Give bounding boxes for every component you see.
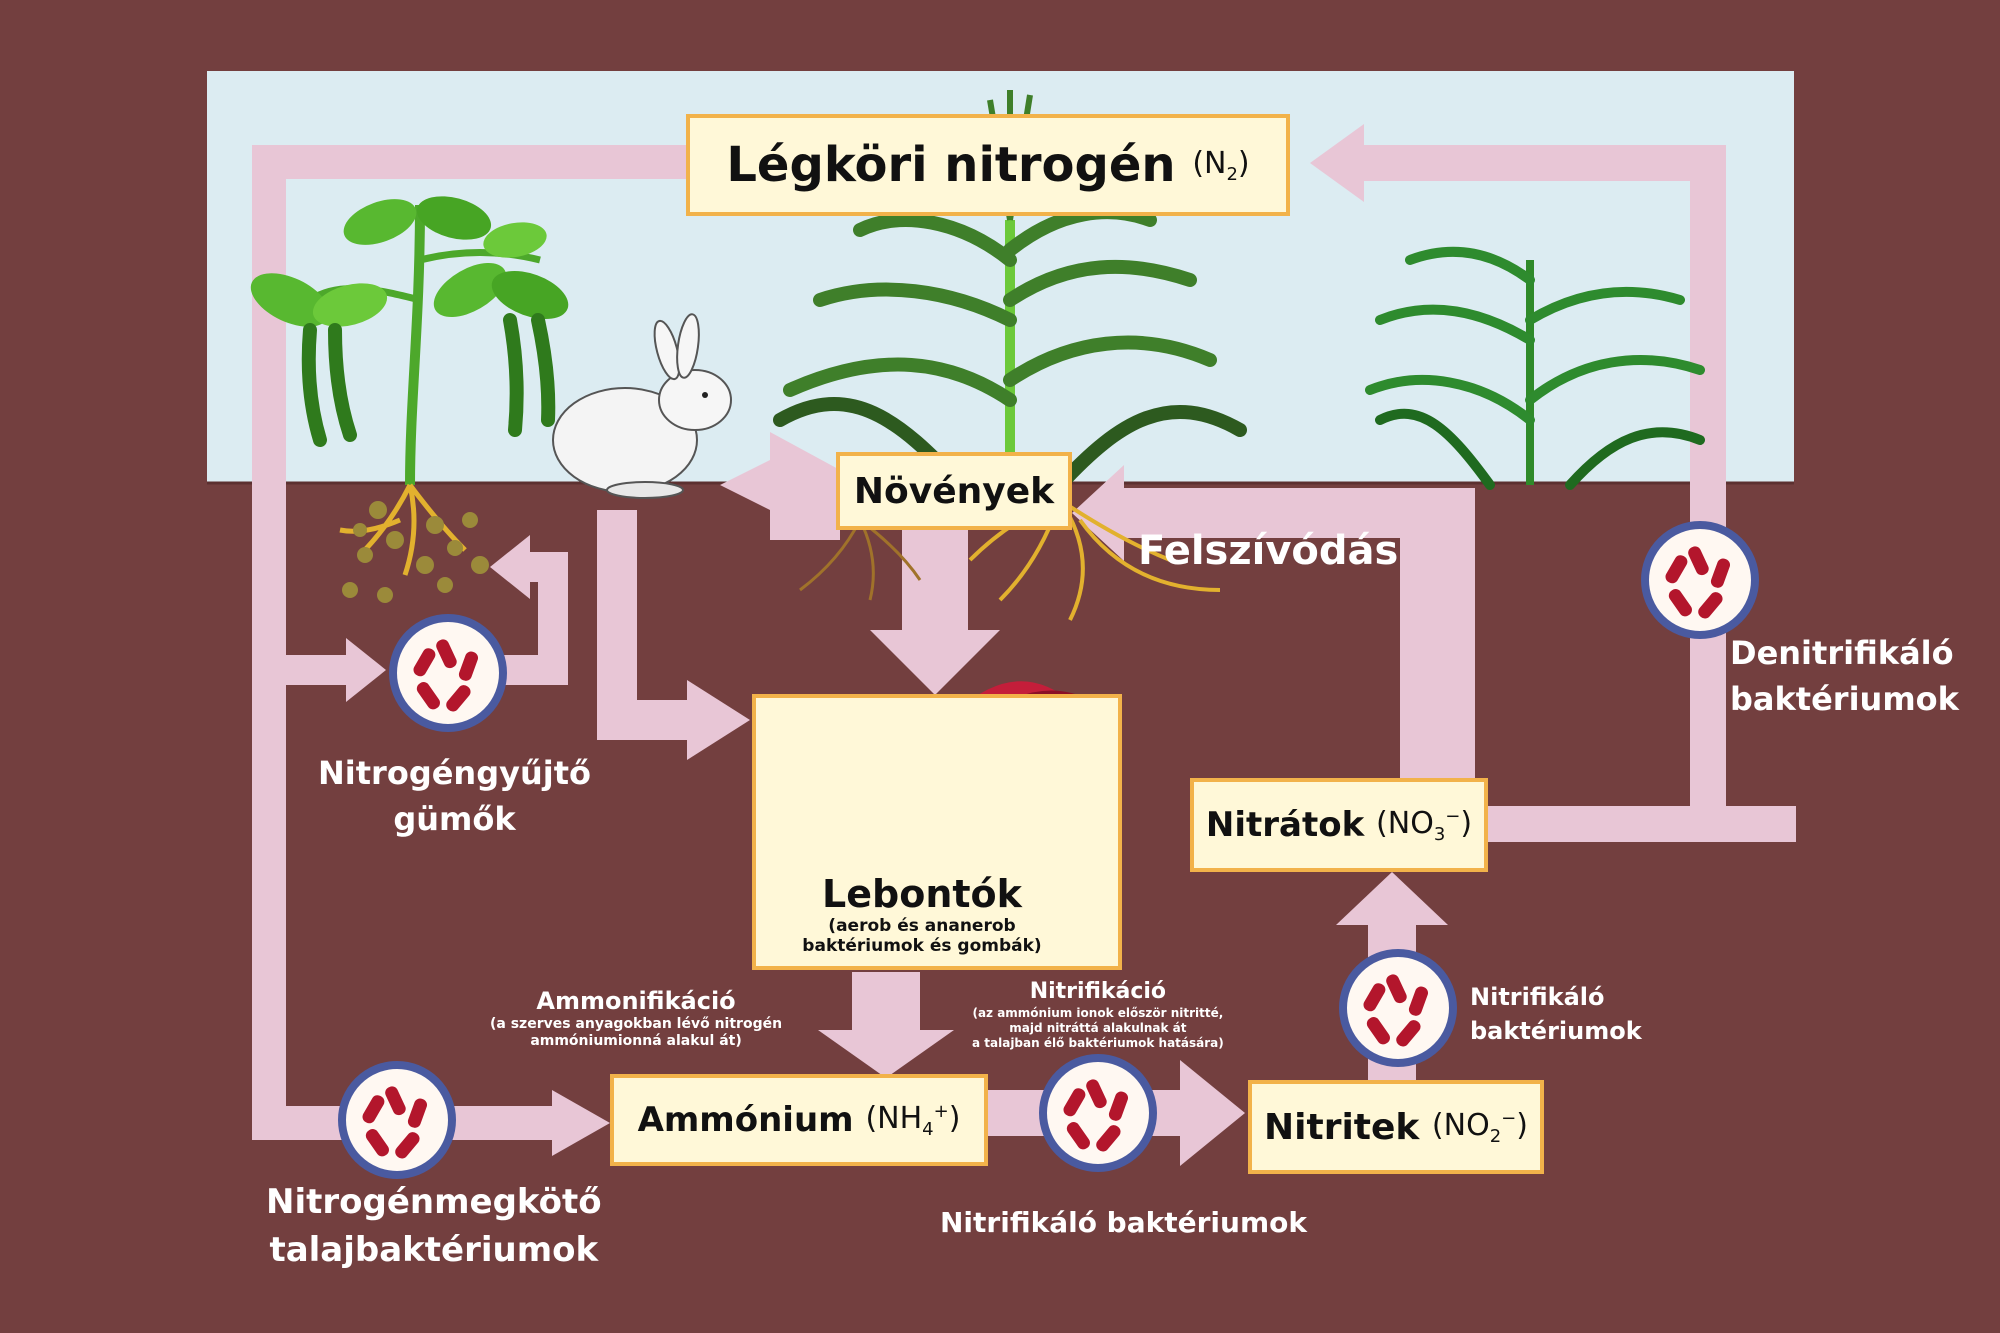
nitrifying-bacteria-right-label: Nitrifikáló baktériumok [1470, 980, 1642, 1048]
bacteria-icon-nodules [393, 618, 503, 728]
nitrification-title: Nitrifikáció [1029, 979, 1167, 1004]
arrow-denitrify-top [1364, 145, 1726, 181]
arrow-top-left [252, 145, 692, 179]
arrow-rabbit-head [687, 680, 750, 760]
bacteria-icon-fixing [342, 1065, 452, 1175]
arrow-ammonium-to-nitrites-head [1180, 1060, 1245, 1166]
atmosphere-formula-close: ) [1237, 145, 1250, 181]
ammonification-label: Ammonifikáció (a szerves anyagokban lévő… [490, 986, 782, 1050]
nitrites-formula-close: ) [1516, 1107, 1528, 1143]
nitrification-note-3: a talajban élő baktériumok hatására) [972, 1036, 1224, 1050]
nitrites-formula-base: (NO [1431, 1107, 1490, 1143]
ammonium-formula: (NH4+) [865, 1101, 960, 1140]
ammonium-formula-close: ) [948, 1100, 961, 1136]
arrow-plants-down [902, 530, 968, 640]
arrow-plants-to-rabbit [720, 432, 840, 540]
decomposers-title: Lebontók [822, 872, 1022, 916]
arrow-denitrify-h [1486, 806, 1796, 842]
decomposers-box: Lebontók (aerob és ananerob baktériumok … [752, 694, 1122, 970]
arrow-to-nodules-shaft [286, 655, 346, 685]
atmosphere-formula-base: (N [1192, 145, 1227, 181]
arrow-absorption-head [1072, 465, 1124, 561]
arrow-absorption-h [1124, 488, 1475, 538]
ammonification-title: Ammonifikáció [536, 987, 736, 1015]
nitrification-note-1: (az ammónium ionok először nitritté, [972, 1006, 1224, 1020]
nitrites-formula: (NO2−) [1432, 1108, 1528, 1147]
decomposers-subtitle-1: (aerob és ananerob [828, 916, 1016, 936]
nitrification-label: Nitrifikáció (az ammónium ionok először … [972, 978, 1224, 1051]
arrow-rabbit-right [597, 700, 687, 740]
nitrites-formula-sub: 2 [1489, 1125, 1502, 1147]
ammonium-formula-sup: + [933, 1100, 949, 1122]
plants-label: Növények [853, 470, 1055, 512]
nitrifying-bacteria-right-line-2: baktériumok [1470, 1017, 1642, 1045]
nitrifying-bacteria-bottom-label: Nitrifikáló baktériumok [940, 1206, 1307, 1239]
absorption-label: Felszívódás [1138, 528, 1399, 574]
nitrification-note-2: majd nitráttá alakulnak át [1009, 1021, 1187, 1035]
nitrites-box: Nitritek (NO2−) [1248, 1080, 1544, 1174]
nitrites-label: Nitritek [1264, 1106, 1420, 1148]
ammonium-formula-sub: 4 [922, 1118, 934, 1140]
nitrifying-bacteria-right-line-1: Nitrifikáló [1470, 983, 1605, 1011]
atmosphere-formula: (N2) [1192, 146, 1249, 185]
fixing-bacteria-label-line-1: Nitrogénmegkötő [266, 1182, 602, 1222]
fixing-bacteria-label: Nitrogénmegkötő talajbaktériumok [266, 1178, 602, 1274]
nitrates-formula: (NO3−) [1376, 806, 1472, 845]
arrow-nodules-return-top [530, 552, 568, 582]
nitrates-formula-close: ) [1460, 805, 1473, 841]
nitrates-box: Nitrátok (NO3−) [1190, 778, 1488, 872]
ammonium-box: Ammónium (NH4+) [610, 1074, 988, 1166]
arrow-plants-down-head [870, 630, 1000, 695]
ammonification-note-1: (a szerves anyagokban lévő nitrogén [490, 1016, 783, 1032]
rabbit-icon [552, 313, 732, 499]
arrow-to-ammonium-head [552, 1090, 610, 1156]
arrow-nitrites-up-head [1336, 872, 1448, 925]
arrow-denitrify-head [1310, 124, 1364, 202]
denitrifying-bacteria-label-line-1: Denitrifikáló [1730, 634, 1954, 672]
bacteria-icon-nitrifying-bottom [1043, 1058, 1153, 1168]
plants-box: Növények [836, 452, 1072, 530]
bacteria-icon-denitrifying [1645, 525, 1755, 635]
ammonification-note-2: ammóniumionná alakul át) [530, 1033, 742, 1049]
atmosphere-formula-sub: 2 [1226, 163, 1238, 185]
nitrates-formula-base: (NO [1376, 805, 1434, 841]
nodules-label: Nitrogéngyűjtő gümők [318, 750, 591, 842]
arrow-denitrify-v [1690, 145, 1726, 842]
nitrates-formula-sub: 3 [1433, 823, 1446, 845]
decomposers-subtitle-2: baktériumok és gombák) [802, 936, 1042, 956]
arrow-nodules-return-head [490, 535, 530, 599]
atmosphere-box: Légköri nitrogén (N2) [686, 114, 1290, 216]
bacteria-icon-nitrifying-right [1343, 953, 1453, 1063]
arrow-decomp-down-head [818, 1030, 954, 1078]
nodules-label-line-1: Nitrogéngyűjtő [318, 754, 591, 792]
nodules-label-line-2: gümők [393, 800, 516, 838]
nitrates-label: Nitrátok [1205, 805, 1365, 845]
denitrifying-bacteria-label-line-2: baktériumok [1730, 680, 1959, 718]
bean-plant-icon [250, 196, 569, 603]
fixing-bacteria-label-line-2: talajbaktériumok [269, 1230, 599, 1270]
denitrifying-bacteria-label: Denitrifikáló baktériumok [1730, 630, 1959, 722]
ammonium-label: Ammónium [637, 1100, 854, 1140]
atmosphere-label: Légköri nitrogén [726, 137, 1176, 193]
arrow-decomp-down [852, 972, 920, 1032]
arrow-to-nodules-head [346, 638, 386, 702]
ammonium-formula-base: (NH [865, 1100, 923, 1136]
nitrates-formula-sup: − [1445, 805, 1461, 827]
nitrites-formula-sup: − [1501, 1107, 1517, 1129]
